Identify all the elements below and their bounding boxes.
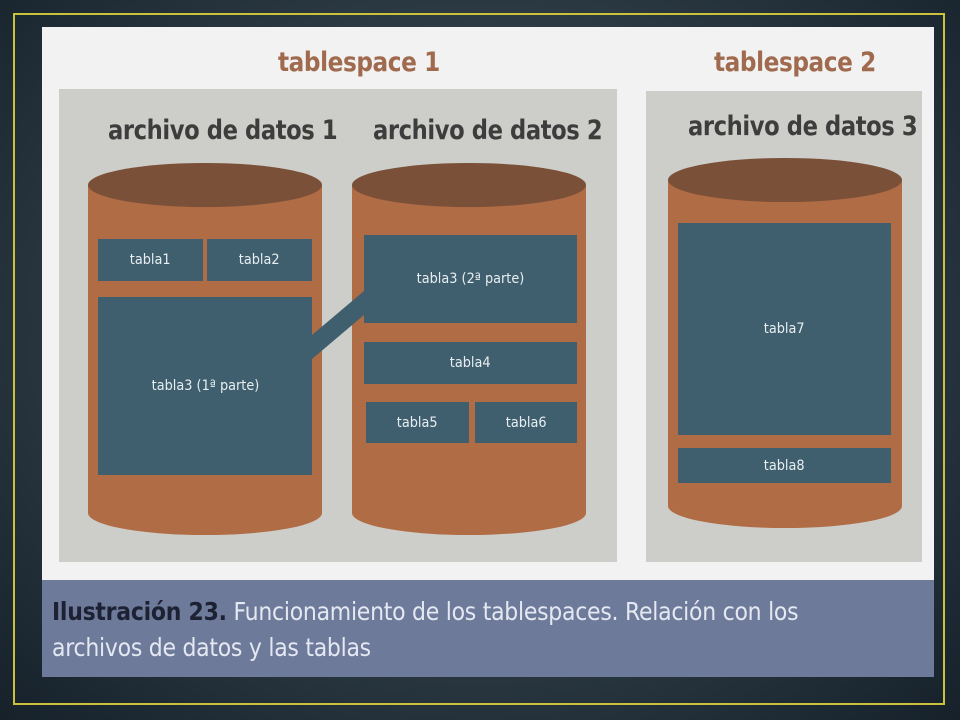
caption-body: Funcionamiento de los tablespaces. Relac… [52,597,799,662]
table-label: tabla3 (1ª parte) [151,378,259,394]
table-block-tabla8: tabla8 [678,448,891,483]
table-block-tabla3-part1: tabla3 (1ª parte) [98,297,312,475]
table-label: tabla8 [764,457,805,474]
tablespace-1-label: tablespace 1 [278,47,440,78]
datafile-3-label: archivo de datos 3 [688,111,918,142]
table-label: tabla4 [450,355,491,371]
datafile-1-label: archivo de datos 1 [108,115,338,146]
table-label: tabla7 [764,321,805,337]
table-block-tabla1: tabla1 [98,239,203,281]
table-label: tabla5 [397,414,438,431]
table-block-tabla2: tabla2 [207,239,312,281]
table-block-tabla5: tabla5 [366,402,469,443]
datafile-2-label: archivo de datos 2 [373,115,603,146]
table-label: tabla6 [505,414,547,431]
figure-caption: Ilustración 23. Funcionamiento de los ta… [42,580,934,677]
table-label: tabla2 [239,252,280,268]
table-block-tabla4: tabla4 [364,342,577,384]
slide-frame [13,13,945,705]
tablespace-diagram: tablespace 1 tablespace 2 archivo de dat… [42,27,934,677]
table-label: tabla1 [130,252,171,268]
table-block-tabla7: tabla7 [678,223,891,435]
caption-text: Ilustración 23. Funcionamiento de los ta… [52,594,826,666]
table-label: tabla3 (2ª parte) [416,271,525,287]
table-block-tabla6: tabla6 [475,402,577,443]
caption-prefix: Ilustración 23. [52,597,227,626]
tabla3-connector [312,291,364,359]
tablespace-2-label: tablespace 2 [714,47,876,78]
table-block-tabla3-part2: tabla3 (2ª parte) [364,235,577,323]
